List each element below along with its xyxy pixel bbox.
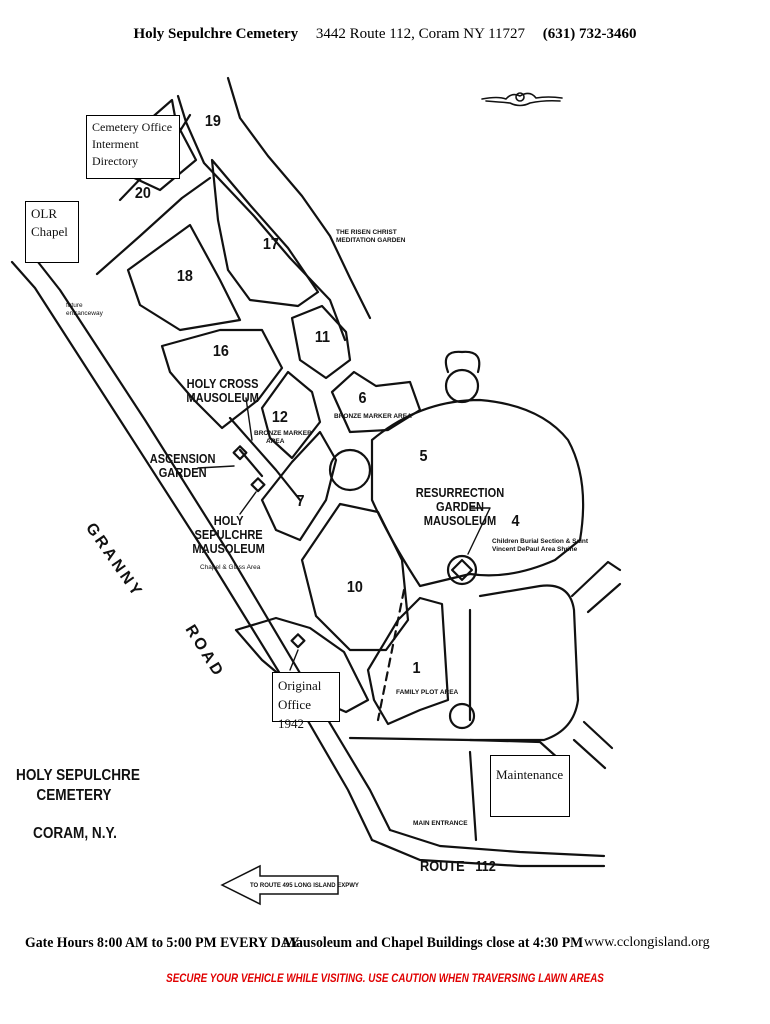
to-route-495-label: TO ROUTE 495 LONG ISLAND EXPWY bbox=[250, 883, 359, 889]
route-112-label: ROUTE 112 bbox=[420, 858, 496, 875]
section-20: 20 bbox=[134, 185, 151, 202]
section-5: 5 bbox=[419, 448, 428, 465]
cemetery-address: 3442 Route 112, Coram NY 11727 bbox=[315, 26, 526, 42]
section-11: 11 bbox=[314, 329, 331, 346]
section-7: 7 bbox=[296, 493, 305, 510]
bronze-marker-6-label: BRONZE MARKER AREA bbox=[334, 413, 412, 420]
cemetery-office-box: Cemetery Office Interment Directory bbox=[86, 115, 180, 179]
gate-hours: Gate Hours 8:00 AM to 5:00 PM EVERY DAY bbox=[25, 935, 300, 951]
map-title-block: HOLY SEPULCHRE CEMETERY CORAM, N.Y. bbox=[16, 767, 140, 842]
section-19: 19 bbox=[204, 113, 221, 130]
section-10: 10 bbox=[346, 579, 363, 596]
ascension-garden-label: ASCENSION GARDEN bbox=[149, 451, 216, 480]
family-plot-label: FAMILY PLOT AREA bbox=[396, 689, 459, 696]
website-link[interactable]: www.cclongisland.org bbox=[584, 935, 710, 950]
original-office-box: Original Office 1942 bbox=[272, 672, 340, 731]
page-header: Holy Sepulchre Cemetery 3442 Route 112, … bbox=[0, 26, 770, 43]
cemetery-phone: (631) 732-3460 bbox=[542, 26, 637, 42]
ornament-flourish-icon bbox=[481, 92, 563, 107]
maintenance-box: Maintenance bbox=[490, 755, 570, 817]
risen-christ-label: THE RISEN CHRIST MEDITATION GARDEN bbox=[336, 229, 406, 244]
safety-warning: SECURE YOUR VEHICLE WHILE VISITING. USE … bbox=[166, 971, 604, 985]
chapel-glass-area-label: Chapel & Glass Area bbox=[200, 564, 261, 571]
bronze-marker-12-label: BRONZE MARKER AREA bbox=[254, 430, 312, 445]
section-4: 4 bbox=[511, 513, 520, 530]
section-1: 1 bbox=[412, 660, 421, 677]
section-17: 17 bbox=[262, 236, 279, 253]
future-entrance-label: future entranceway bbox=[66, 302, 103, 317]
section-6: 6 bbox=[358, 390, 367, 407]
section-16: 16 bbox=[212, 343, 229, 360]
granny-road-edge-outer bbox=[10, 260, 374, 842]
holy-cross-mausoleum-label: HOLY CROSS MAUSOLEUM bbox=[186, 376, 259, 405]
children-burial-label: Children Burial Section & Saint Vincent … bbox=[492, 538, 589, 553]
route-495-arrow-icon bbox=[220, 864, 339, 906]
main-entrance-label: MAIN ENTRANCE bbox=[413, 820, 468, 827]
resurrection-garden-mausoleum-label: RESURRECTION GARDEN MAUSOLEUM bbox=[415, 485, 505, 528]
cemetery-name: Holy Sepulchre Cemetery bbox=[133, 26, 299, 42]
olr-chapel-box: OLR Chapel bbox=[25, 201, 79, 263]
mausoleum-hours: Mausoleum and Chapel Buildings close at … bbox=[283, 935, 584, 951]
section-18: 18 bbox=[176, 268, 193, 285]
holy-sepulchre-mausoleum-label: HOLY SEPULCHRE MAUSOLEUM bbox=[192, 513, 265, 556]
section-12: 12 bbox=[271, 409, 288, 426]
granny-road-edge-inner bbox=[36, 260, 392, 832]
